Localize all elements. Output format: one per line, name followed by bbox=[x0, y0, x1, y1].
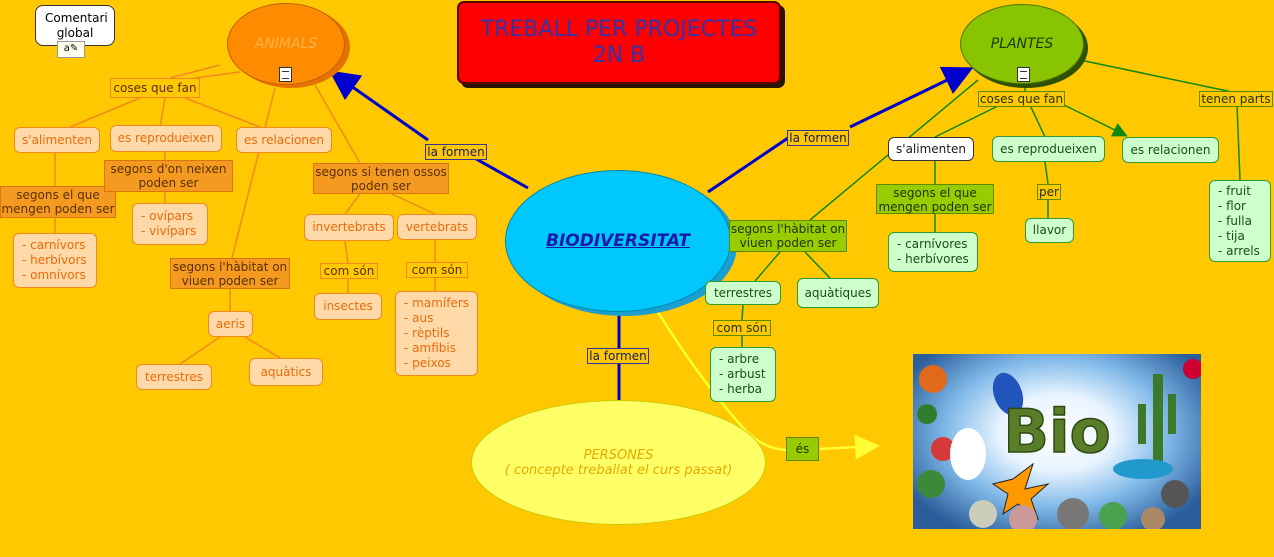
animals-link-segons-neixen: segons d'on neixen poden ser bbox=[104, 160, 233, 192]
animals-aquatics[interactable]: aquàtics bbox=[249, 358, 323, 386]
center-node[interactable]: BIODIVERSITAT bbox=[505, 170, 731, 312]
plantes-aquatiques[interactable]: aquàtiques bbox=[797, 278, 879, 308]
title-line2: 2N B bbox=[592, 42, 646, 68]
plantes-menjar-list[interactable]: - carnívores - herbívores bbox=[888, 232, 978, 272]
plantes-reprodueixen[interactable]: es reprodueixen bbox=[992, 136, 1105, 162]
animals-terrestres[interactable]: terrestres bbox=[136, 364, 212, 390]
bio-link-es: és bbox=[786, 437, 819, 461]
persones-node[interactable]: PERSONES ( concepte treballat el curs pa… bbox=[471, 400, 766, 525]
animals-vertebrats[interactable]: vertebrats bbox=[397, 214, 477, 240]
comment-edit-icon[interactable]: a✎ bbox=[57, 41, 85, 58]
plantes-parts-list[interactable]: - fruit - flor - fulla - tija - arrels bbox=[1209, 180, 1271, 262]
plantes-relacionen[interactable]: es relacionen bbox=[1122, 137, 1219, 163]
animals-link-com-son-1: com són bbox=[320, 263, 378, 279]
bio-image[interactable]: Bio bbox=[913, 354, 1201, 529]
title-box: TREBALL PER PROJECTES 2N B bbox=[457, 1, 781, 84]
center-label: BIODIVERSITAT bbox=[545, 231, 690, 251]
animals-link-coses-que-fan: coses que fan bbox=[110, 78, 200, 98]
plantes-s-alimenten[interactable]: s'alimenten bbox=[888, 137, 974, 161]
animals-vertebrats-list[interactable]: - mamífers - aus - rèptils - amfibis - p… bbox=[395, 291, 478, 376]
plantes-link-tenen-parts: tenen parts bbox=[1199, 91, 1273, 107]
plantes-document-icon[interactable] bbox=[1017, 67, 1030, 82]
plantes-link-coses-que-fan: coses que fan bbox=[978, 91, 1065, 107]
animals-reprodueixen[interactable]: es reprodueixen bbox=[110, 125, 222, 152]
bio-image-text: Bio bbox=[1003, 397, 1111, 467]
persones-line2: ( concepte treballat el curs passat) bbox=[504, 462, 733, 478]
animals-link-segons-habitat: segons l'hàbitat on viuen poden ser bbox=[170, 258, 290, 289]
animals-link-segons-ossos: segons si tenen ossos poden ser bbox=[313, 163, 449, 194]
plantes-link-la-formen: la formen bbox=[787, 130, 849, 146]
comment-label: Comentari global bbox=[45, 10, 108, 40]
animals-document-icon[interactable] bbox=[279, 67, 292, 82]
persones-line1: PERSONES bbox=[583, 447, 654, 463]
plantes-label: PLANTES bbox=[990, 36, 1054, 52]
animals-label: ANIMALS bbox=[254, 36, 318, 52]
animals-aeris[interactable]: aeris bbox=[208, 311, 253, 337]
plantes-link-segons-habitat: segons l'hàbitat on viuen poden ser bbox=[729, 220, 847, 252]
animals-invertebrats[interactable]: invertebrats bbox=[304, 214, 394, 241]
animals-link-com-son-2: com són bbox=[406, 262, 468, 278]
persones-link-la-formen: la formen bbox=[587, 348, 649, 364]
plantes-link-com-son: com són bbox=[713, 320, 771, 336]
comment-box[interactable]: Comentari global bbox=[35, 5, 115, 46]
animals-insectes[interactable]: insectes bbox=[314, 293, 382, 320]
plantes-link-per: per bbox=[1037, 184, 1061, 200]
plantes-terrestres[interactable]: terrestres bbox=[705, 281, 781, 305]
plantes-terrestres-list[interactable]: - arbre - arbust - herba bbox=[710, 347, 776, 402]
plantes-link-segons-menjar: segons el que mengen poden ser bbox=[876, 184, 994, 214]
animals-relacionen[interactable]: es relacionen bbox=[236, 127, 332, 153]
animals-link-la-formen: la formen bbox=[425, 144, 487, 160]
animals-menjar-list[interactable]: - carnívors - herbívors - omnívors bbox=[13, 233, 97, 288]
plantes-llavor[interactable]: llavor bbox=[1025, 218, 1074, 243]
animals-link-segons-menjar: segons el que mengen poden ser bbox=[0, 186, 116, 218]
bio-image-illustration: Bio bbox=[917, 359, 1201, 529]
title-line1: TREBALL PER PROJECTES bbox=[480, 16, 758, 42]
animals-s-alimenten[interactable]: s'alimenten bbox=[14, 127, 100, 153]
animals-neixen-list[interactable]: - ovípars - vivípars bbox=[132, 203, 208, 245]
